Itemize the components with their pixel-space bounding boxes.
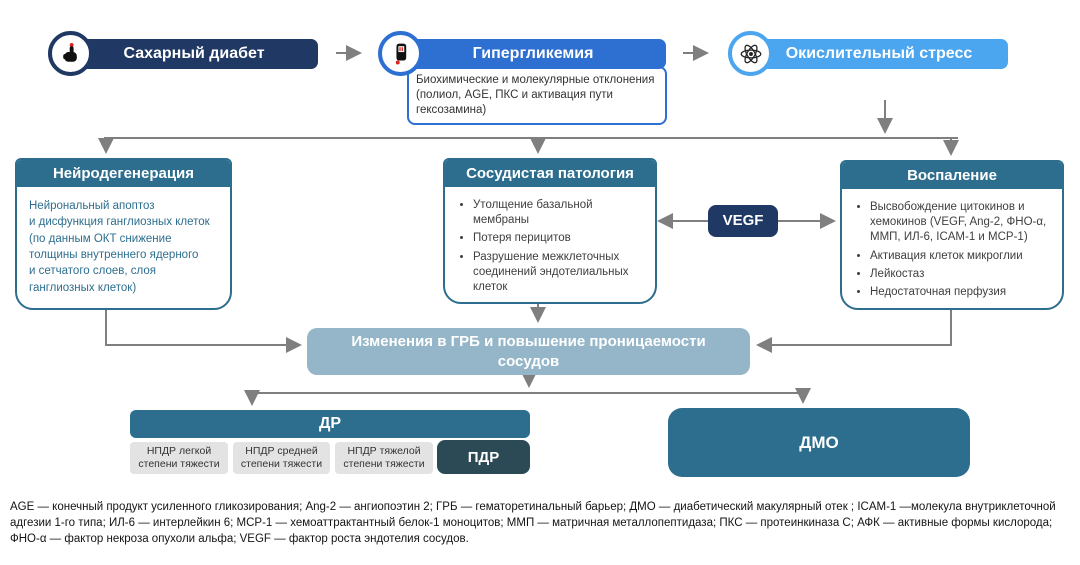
- vascular-pathology-title: Сосудистая патология: [445, 160, 655, 187]
- finger-prick-icon: [48, 31, 93, 76]
- bullet-item: Недостаточная перфузия: [870, 285, 1054, 300]
- inflammation-bullets: Высвобождение цитокинов и хемокинов (VEG…: [854, 200, 1054, 300]
- atom-icon: [728, 31, 773, 76]
- bullet-item: Активация клеток микроглии: [870, 249, 1054, 264]
- brb-changes-box: Изменения в ГРБ и повышение проницаемост…: [307, 328, 750, 375]
- neurodegeneration-box: Нейродегенерация Нейрональный апоптоз и …: [15, 158, 232, 310]
- pdr-box: ПДР: [437, 440, 530, 474]
- hyperglycemia-note: Биохимические и молекулярные отклонения …: [407, 66, 667, 125]
- npdr-severe-box: НПДР тяжелой степени тяжести: [335, 442, 433, 474]
- inflammation-title: Воспаление: [842, 162, 1062, 189]
- neurodegeneration-body: Нейрональный апоптоз и дисфункция гангли…: [29, 200, 210, 294]
- dmo-box: ДМО: [668, 408, 970, 477]
- npdr-mild-box: НПДР легкой степени тяжести: [130, 442, 228, 474]
- glucometer-icon: [378, 31, 423, 76]
- oxidative-stress-pill: Окислительный стресс: [750, 39, 1008, 69]
- dr-box: ДР: [130, 410, 530, 438]
- inflammation-box: Воспаление Высвобождение цитокинов и хем…: [840, 160, 1064, 310]
- vegf-box: VEGF: [708, 205, 778, 237]
- hyperglycemia-pill: Гипергликемия: [400, 39, 666, 69]
- bullet-item: Потеря перицитов: [473, 231, 647, 246]
- bullet-item: Разрушение межклеточных соединений эндот…: [473, 250, 647, 296]
- neurodegeneration-title: Нейродегенерация: [17, 160, 230, 187]
- bullet-item: Высвобождение цитокинов и хемокинов (VEG…: [870, 200, 1054, 246]
- npdr-moderate-box: НПДР средней степени тяжести: [233, 442, 330, 474]
- bullet-item: Утолщение базальной мембраны: [473, 198, 647, 228]
- bullet-item: Лейкостаз: [870, 267, 1054, 282]
- diabetes-pill: Сахарный диабет: [70, 39, 318, 69]
- vascular-pathology-box: Сосудистая патология Утолщение базальной…: [443, 158, 657, 304]
- vascular-pathology-bullets: Утолщение базальной мембраныПотеря периц…: [457, 198, 647, 295]
- abbreviations-footnote: AGE — конечный продукт усиленного гликоз…: [10, 501, 1056, 545]
